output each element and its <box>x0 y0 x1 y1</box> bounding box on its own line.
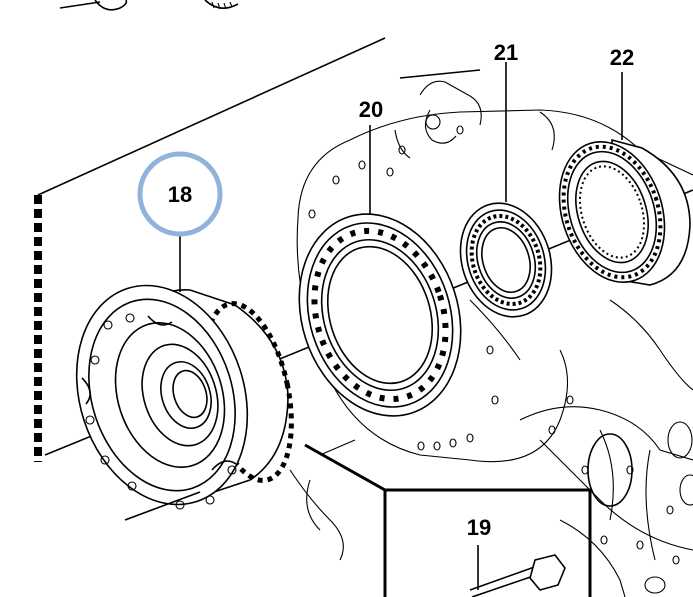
exploded-view-boundary <box>34 37 481 462</box>
part-19-bolt-callout <box>304 443 592 597</box>
label-part-21: 21 <box>494 40 518 65</box>
housing-bolt-holes <box>308 125 680 565</box>
label-part-22: 22 <box>610 45 634 70</box>
highlight-ring-18 <box>137 151 223 237</box>
label-part-18: 18 <box>168 182 192 207</box>
label-part-20: 20 <box>359 97 383 122</box>
label-part-19: 19 <box>467 515 491 540</box>
part-21-small-bearing <box>459 202 553 318</box>
top-fragment-part <box>59 0 239 11</box>
housing-casing <box>289 80 693 597</box>
leader-lines <box>124 62 623 521</box>
part-18-hub-carrier <box>75 284 294 510</box>
part-20-large-bearing <box>298 213 462 417</box>
part-22-splined-sleeve <box>558 138 691 286</box>
